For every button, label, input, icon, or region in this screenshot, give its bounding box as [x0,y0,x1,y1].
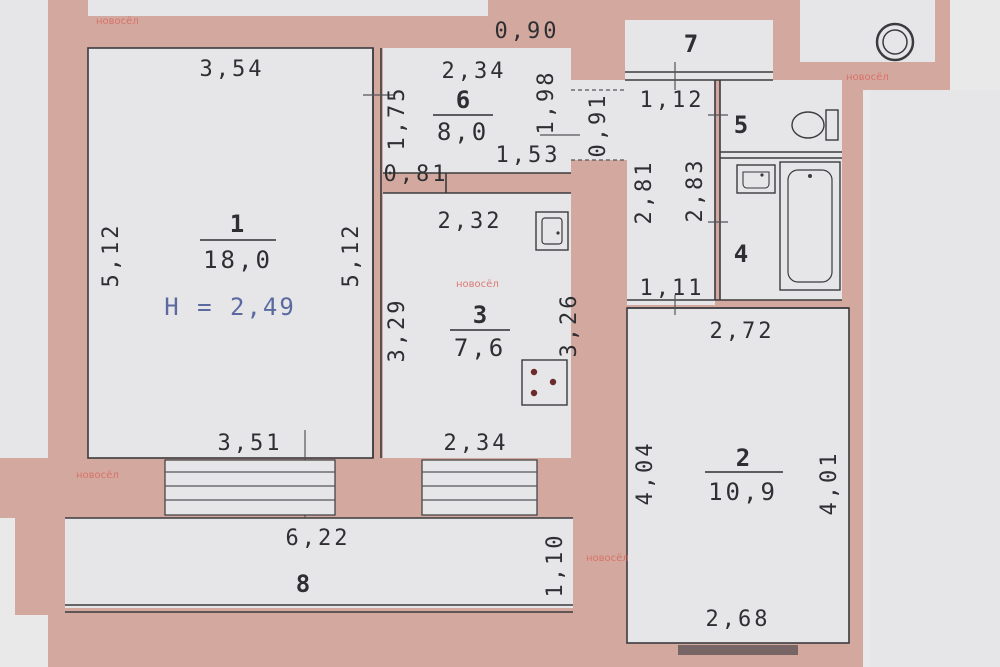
dim-0-91: 0,91 [586,93,611,158]
dim-2-72: 2,72 [710,319,775,344]
dim-1-11: 1,11 [640,276,705,301]
dim-4-04: 4,04 [633,441,658,506]
bathtub-icon [779,161,841,291]
room-3-number: 3 [473,301,487,329]
ceiling-height-label: H = 2,49 [164,293,296,321]
room-6-number: 6 [456,86,470,114]
room-2-area: 10,9 [708,478,778,506]
room-3-floor [383,193,571,458]
bathroom-sink-icon [736,164,776,194]
room-5-number: 5 [734,111,748,139]
dim-5-12-right: 5,12 [339,223,364,288]
left-outer-floor [0,0,48,458]
room-1-floor [88,48,373,458]
upper-right-floor [800,0,935,62]
corridor-floor [571,80,627,160]
room-3-area: 7,6 [454,334,506,362]
dim-2-68: 2,68 [706,607,771,632]
vent-circle-icon [875,22,915,62]
watermarks: новосёл новосёл новосёл новосёл новосёл [76,16,889,564]
room-6-floor [383,48,571,173]
room-7-floor [625,20,773,80]
upper-room-floor [88,0,488,16]
kitchen-sink-icon [535,211,569,251]
watermark-logo: новосёл [96,16,139,27]
dim-2-83: 2,83 [683,158,708,223]
hall-floor [627,80,715,305]
room-labels: 1 18,0 H = 2,49 6 8,0 3 7,6 2 10,9 4 5 7… [164,30,783,598]
dim-2-32: 2,32 [438,209,503,234]
room-2-number: 2 [736,444,750,472]
watermark-logo: новосёл [456,279,499,290]
watermark-logo: новосёл [586,553,629,564]
dim-0-90: 0,90 [495,19,560,44]
dim-2-34-top: 2,34 [442,59,507,84]
dim-3-54: 3,54 [200,57,265,82]
room-8-number: 8 [296,570,310,598]
bottom-threshold [678,645,798,655]
dim-1-53: 1,53 [496,143,561,168]
room-4-number: 4 [734,240,748,268]
room-7-number: 7 [684,30,698,58]
room-6-area: 8,0 [437,118,489,146]
dim-1-98: 1,98 [534,70,559,135]
dim-2-81: 2,81 [632,160,657,225]
right-stair-floor [870,90,1000,667]
room-8-floor [65,518,573,608]
stove-icon [521,359,568,406]
dim-4-01: 4,01 [817,451,842,516]
dim-0-81: 0,81 [384,162,449,187]
entrance-steps [164,459,538,516]
toilet-icon [791,109,839,141]
watermark-logo: новосёл [76,470,119,481]
room-1-area: 18,0 [203,246,273,274]
dim-1-12: 1,12 [640,88,705,113]
dim-5-12-left: 5,12 [99,223,124,288]
dim-3-26: 3,26 [557,293,582,358]
plan-lines [65,47,850,644]
room-2-floor [627,308,849,643]
dim-1-10: 1,10 [543,533,568,598]
dim-3-51: 3,51 [218,431,283,456]
dim-6-22: 6,22 [286,526,351,551]
dimension-labels: 3,54 5,12 5,12 3,51 6,22 0,90 2,34 1,75 … [99,19,842,632]
room-4-floor [720,155,842,300]
dim-3-29: 3,29 [385,298,410,363]
dim-1-75: 1,75 [385,86,410,151]
watermark-logo: новосёл [846,72,889,83]
dim-2-34-bottom: 2,34 [444,431,509,456]
room-1-number: 1 [230,210,244,238]
